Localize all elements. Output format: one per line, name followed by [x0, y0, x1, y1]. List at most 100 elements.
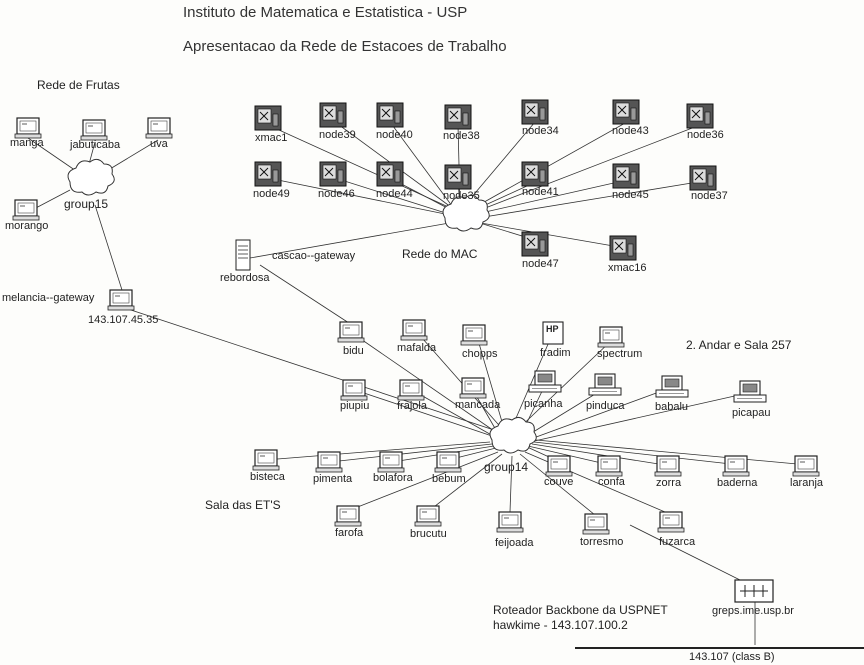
node35-mac-icon [444, 164, 472, 190]
node-label: fradim [540, 347, 571, 359]
morango-terminal-icon [12, 199, 40, 221]
node-label: node43 [612, 125, 649, 137]
node-label: node45 [612, 189, 649, 201]
rebordosa-server-icon [235, 239, 251, 271]
node36-mac-icon [686, 103, 714, 129]
router-name: greps.ime.usp.br [712, 605, 794, 617]
node37-mac-icon [689, 165, 717, 191]
node-label: bebum [432, 473, 466, 485]
cloud-group15-icon [67, 158, 115, 196]
node45-mac-icon [612, 163, 640, 189]
fradim-printer-icon [542, 321, 564, 345]
node-label: node47 [522, 258, 559, 270]
node-label: spectrum [597, 348, 643, 360]
melancia-gateway-label: melancia--gateway [2, 292, 95, 304]
pinduca-workstation-icon [588, 373, 622, 396]
section-frutas: Rede de Frutas [37, 78, 120, 92]
page-subtitle: Apresentacao da Rede de Estacoes de Trab… [183, 38, 507, 55]
node-label: node40 [376, 129, 413, 141]
couve-terminal-icon [545, 455, 573, 477]
node-label: pinduca [586, 400, 625, 412]
node-label: bidu [343, 345, 364, 357]
node39-mac-icon [319, 102, 347, 128]
bolafora-terminal-icon [377, 451, 405, 473]
bidu-terminal-icon [337, 321, 365, 343]
mafalda-terminal-icon [400, 319, 428, 341]
group14-label: group14 [484, 460, 529, 474]
node-label: brucutu [410, 528, 447, 540]
melancia-ip-label: 143.107.45.35 [88, 314, 159, 326]
node49-mac-icon [254, 161, 282, 187]
node-label: baderna [717, 477, 758, 489]
spectrum-terminal-icon [597, 326, 625, 348]
node-label: node41 [522, 186, 559, 198]
node-label: confa [598, 476, 625, 488]
node-label: node44 [376, 188, 413, 200]
node-label: frajola [397, 400, 427, 412]
node-label: mancada [455, 399, 501, 411]
node-label: node38 [443, 130, 480, 142]
xmac1-mac-icon [254, 105, 282, 131]
node43-mac-icon [612, 99, 640, 125]
feijoada-terminal-icon [496, 511, 524, 533]
page-title: Instituto de Matematica e Estatistica - … [183, 4, 468, 21]
node-label: bolafora [373, 472, 413, 484]
node-label: node36 [687, 129, 724, 141]
router-icon [734, 579, 774, 603]
node34-mac-icon [521, 99, 549, 125]
frajola-terminal-icon [397, 379, 425, 401]
torresmo-terminal-icon [582, 513, 610, 535]
node44-mac-icon [376, 161, 404, 187]
node-label: xmac1 [255, 132, 288, 144]
section-mac: Rede do MAC [402, 247, 478, 261]
node-label: picanha [524, 398, 563, 410]
router-title: Roteador Backbone da USPNET [493, 603, 668, 617]
picanha-workstation-icon [528, 370, 562, 393]
manga-terminal-icon [14, 117, 42, 139]
node40-mac-icon [376, 102, 404, 128]
node-label: babalu [655, 401, 689, 413]
node41-mac-icon [521, 161, 549, 187]
cascao-gateway-label: cascao--gateway [272, 250, 356, 262]
brucutu-terminal-icon [414, 505, 442, 527]
confa-terminal-icon [595, 455, 623, 477]
node-label: zorra [656, 477, 682, 489]
node-label: rebordosa [220, 272, 270, 284]
uva-terminal-icon [145, 117, 173, 139]
chopps-terminal-icon [460, 324, 488, 346]
pimenta-terminal-icon [315, 451, 343, 473]
node-label: picapau [732, 407, 771, 419]
baderna-terminal-icon [722, 455, 750, 477]
node-label: jabuticaba [70, 139, 121, 151]
node-label: mafalda [397, 342, 437, 354]
node-label: feijoada [495, 537, 534, 549]
group15-label: group15 [64, 197, 109, 211]
node-label: laranja [790, 477, 824, 489]
node47-mac-icon [521, 231, 549, 257]
cloud-group14-icon [489, 416, 537, 454]
node46-mac-icon [319, 161, 347, 187]
node-label: xmac16 [608, 262, 647, 274]
section-andar: 2. Andar e Sala 257 [686, 338, 792, 352]
node-label: node37 [691, 190, 728, 202]
node-label: torresmo [580, 536, 624, 548]
xmac16-mac-icon [609, 235, 637, 261]
router-address: hawkime - 143.107.100.2 [493, 618, 628, 632]
backbone-label: 143.107 (class B) [689, 651, 775, 663]
connection-lines [27, 121, 809, 645]
section-ets: Sala das ET'S [205, 498, 281, 512]
node-label: morango [5, 220, 49, 232]
piupiu-terminal-icon [340, 379, 368, 401]
node-label: couve [544, 476, 574, 488]
fuzarca-terminal-icon [657, 511, 685, 533]
node-label: node35 [443, 190, 480, 202]
jabuticaba-terminal-icon [80, 119, 108, 141]
node-label: chopps [462, 348, 498, 360]
node-label: pimenta [313, 473, 353, 485]
babalu-workstation-icon [655, 375, 689, 398]
node38-mac-icon [444, 104, 472, 130]
node-label: farofa [335, 527, 364, 539]
node-label: node39 [319, 129, 356, 141]
farofa-terminal-icon [334, 505, 362, 527]
